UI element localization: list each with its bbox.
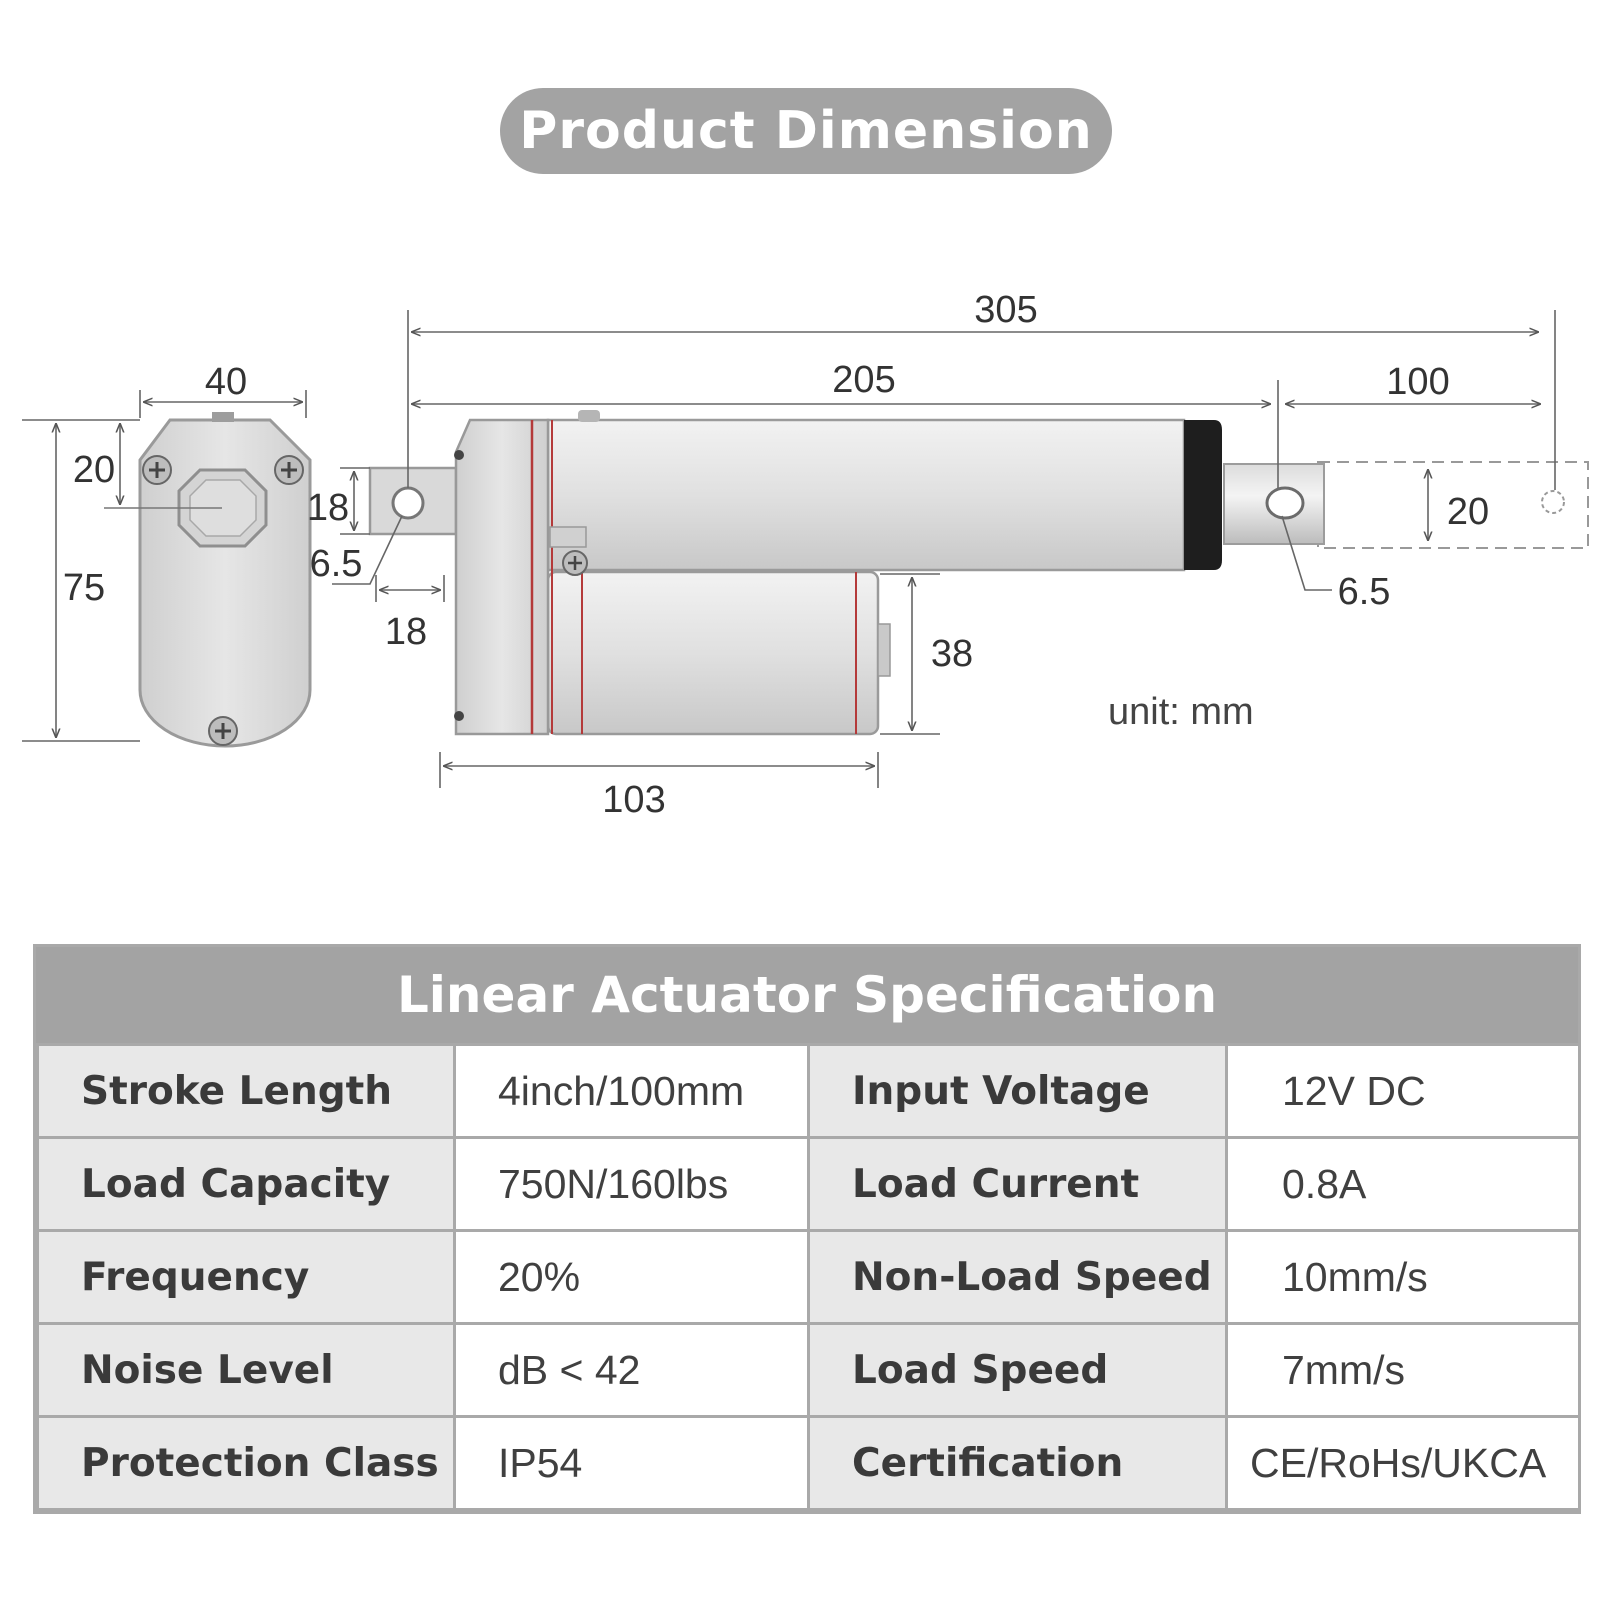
dim-retracted-length: 205	[832, 359, 895, 401]
dim-front-offset: 20	[73, 449, 115, 491]
unit-label: unit: mm	[1108, 691, 1254, 733]
dim-rod-diameter: 20	[1447, 491, 1489, 533]
dim-front-width: 40	[205, 361, 247, 403]
spec-value: 0.8A	[1225, 1136, 1581, 1232]
dim-motor-length: 103	[602, 779, 665, 821]
spec-label: Load Current	[807, 1136, 1228, 1232]
dim-rear-mount-height: 18	[307, 487, 349, 529]
table-row: Protection Class IP54 Certification CE/R…	[36, 1415, 1581, 1511]
spec-value: 750N/160lbs	[453, 1136, 810, 1232]
spec-label: Load Capacity	[36, 1136, 456, 1232]
dim-rear-hole-dia: 6.5	[310, 543, 363, 585]
spec-table: Linear Actuator Specification Stroke Len…	[33, 944, 1581, 1514]
spec-label: Protection Class	[36, 1415, 456, 1511]
spec-value: IP54	[453, 1415, 810, 1511]
spec-value: 7mm/s	[1225, 1322, 1581, 1418]
actuator-side-view	[368, 410, 1589, 736]
spec-label: Certification	[807, 1415, 1228, 1511]
dimension-drawing: 40 75 20 305 205 100 18 6.5 18 38 103 20…	[22, 289, 1589, 821]
spec-value: dB < 42	[453, 1322, 810, 1418]
spec-value: 4inch/100mm	[453, 1043, 810, 1139]
spec-value: 10mm/s	[1225, 1229, 1581, 1325]
spec-value: CE/RoHs/UKCA	[1225, 1415, 1581, 1511]
screw-icon	[562, 550, 588, 576]
table-row: Load Capacity 750N/160lbs Load Current 0…	[36, 1136, 1581, 1232]
dim-motor-height: 38	[931, 633, 973, 675]
dim-front-height: 75	[63, 567, 105, 609]
spec-value: 20%	[453, 1229, 810, 1325]
product-dimension-title: Product Dimension	[500, 88, 1112, 174]
dim-total-length: 305	[974, 289, 1037, 331]
spec-label: Stroke Length	[36, 1043, 456, 1139]
table-row: Stroke Length 4inch/100mm Input Voltage …	[36, 1043, 1581, 1139]
spec-label: Frequency	[36, 1229, 456, 1325]
spec-label: Non-Load Speed	[807, 1229, 1228, 1325]
spec-label: Input Voltage	[807, 1043, 1228, 1139]
screw-icon	[208, 716, 238, 746]
dim-stroke: 100	[1386, 361, 1449, 403]
spec-label: Noise Level	[36, 1322, 456, 1418]
table-row: Frequency 20% Non-Load Speed 10mm/s	[36, 1229, 1581, 1325]
front-view	[104, 412, 312, 748]
table-row: Noise Level dB < 42 Load Speed 7mm/s	[36, 1322, 1581, 1418]
spec-label: Load Speed	[807, 1322, 1228, 1418]
dim-rod-hole-dia: 6.5	[1338, 571, 1391, 613]
screw-icon	[274, 455, 304, 485]
spec-value: 12V DC	[1225, 1043, 1581, 1139]
dim-rear-mount-width: 18	[385, 611, 427, 653]
screw-icon	[142, 455, 172, 485]
spec-title: Linear Actuator Specification	[36, 947, 1578, 1043]
